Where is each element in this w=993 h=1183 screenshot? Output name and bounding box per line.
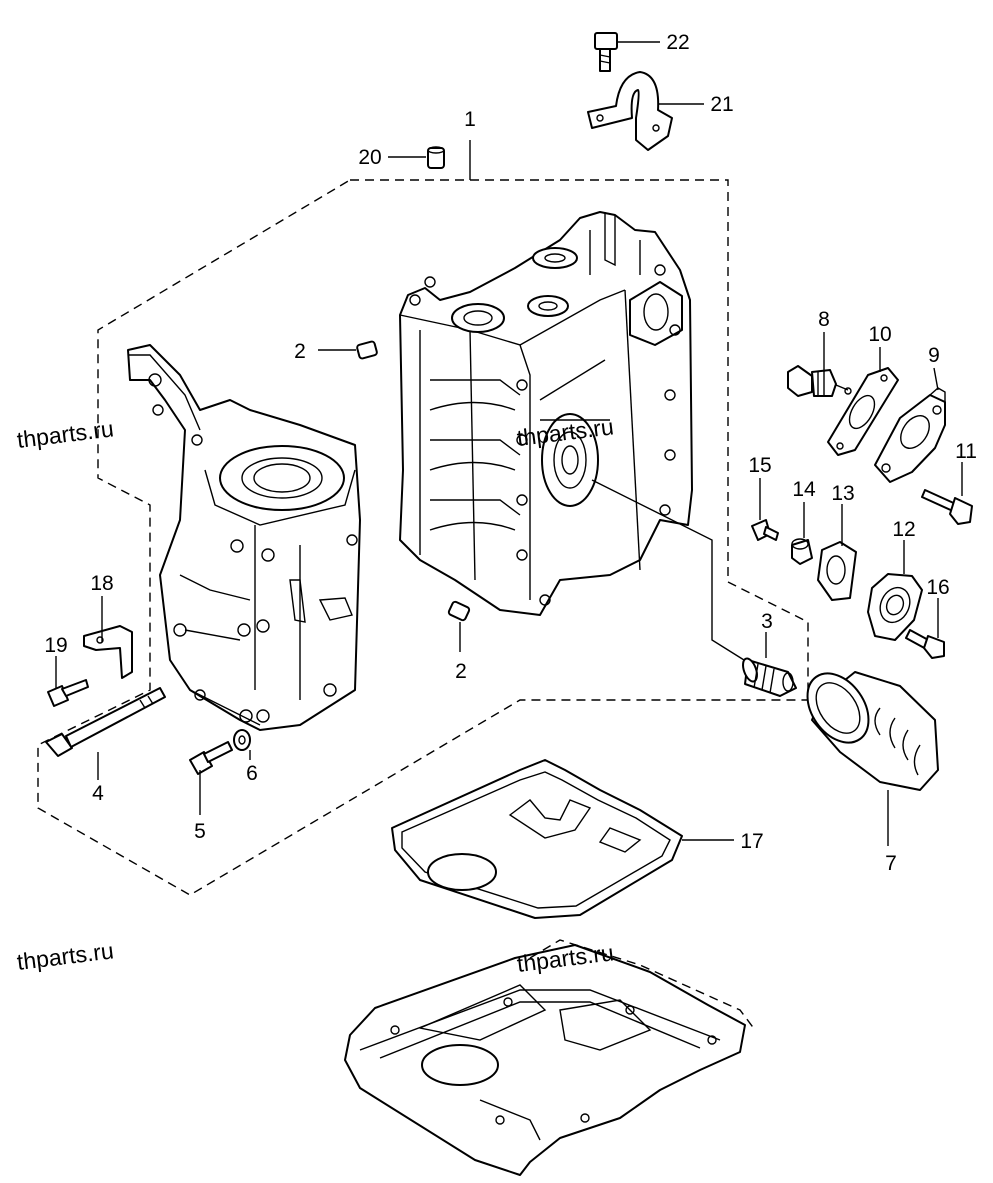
bolt-22 bbox=[594, 32, 618, 72]
callout-20: 20 bbox=[358, 146, 381, 169]
dowel-pin-2-bottom bbox=[447, 600, 471, 622]
oil-filter-7 bbox=[806, 671, 939, 791]
callout-3: 3 bbox=[761, 610, 773, 633]
bracket-18 bbox=[83, 625, 133, 679]
watermark-1: thparts.ru bbox=[15, 415, 115, 453]
dowel-pin-20 bbox=[427, 146, 445, 169]
callout-12: 12 bbox=[892, 518, 915, 541]
gasket-13 bbox=[817, 541, 857, 601]
callout-14: 14 bbox=[792, 478, 816, 501]
callout-13: 13 bbox=[831, 482, 854, 505]
callout-16: 16 bbox=[926, 576, 949, 599]
cover-12 bbox=[867, 573, 923, 641]
washer-6 bbox=[233, 729, 251, 751]
bolt-16 bbox=[905, 629, 945, 659]
cylinder-block bbox=[399, 211, 693, 616]
cap-14 bbox=[791, 538, 813, 565]
bolt-19 bbox=[47, 679, 89, 707]
callout-21: 21 bbox=[710, 93, 733, 116]
callout-5: 5 bbox=[194, 820, 206, 843]
callout-6: 6 bbox=[246, 762, 258, 785]
bolt-5 bbox=[189, 741, 233, 775]
callout-labels: 1 20 22 21 2 2 3 8 10 9 11 15 14 13 12 1… bbox=[44, 31, 977, 875]
callout-4: 4 bbox=[92, 782, 104, 805]
callout-9: 9 bbox=[928, 344, 940, 367]
callout-2-bottom: 2 bbox=[455, 660, 467, 683]
bolt-11 bbox=[921, 489, 973, 525]
sender-8 bbox=[787, 365, 852, 397]
callout-7: 7 bbox=[885, 852, 897, 875]
callout-8: 8 bbox=[818, 308, 830, 331]
callout-17: 17 bbox=[740, 830, 763, 853]
callout-22: 22 bbox=[666, 31, 689, 54]
callout-15: 15 bbox=[748, 454, 771, 477]
fitting-3 bbox=[742, 657, 797, 697]
callout-19: 19 bbox=[44, 634, 67, 657]
dowel-pin-2-top bbox=[356, 340, 378, 360]
callout-11: 11 bbox=[955, 440, 977, 463]
callout-2-top: 2 bbox=[294, 340, 306, 363]
leader-lines bbox=[55, 41, 963, 846]
exhaust-guide bbox=[344, 939, 756, 1176]
callout-1: 1 bbox=[464, 108, 476, 131]
long-bolt-4 bbox=[45, 687, 166, 757]
bolt-15 bbox=[751, 519, 779, 541]
clamp-bracket-21 bbox=[587, 71, 673, 151]
gasket-17 bbox=[391, 759, 683, 919]
crankcase-left-half bbox=[127, 344, 361, 731]
watermark-3: thparts.ru bbox=[15, 937, 115, 975]
gasket-10 bbox=[827, 367, 899, 456]
thermostat-cover-9 bbox=[874, 387, 946, 483]
callout-10: 10 bbox=[868, 323, 891, 346]
callout-18: 18 bbox=[90, 572, 113, 595]
